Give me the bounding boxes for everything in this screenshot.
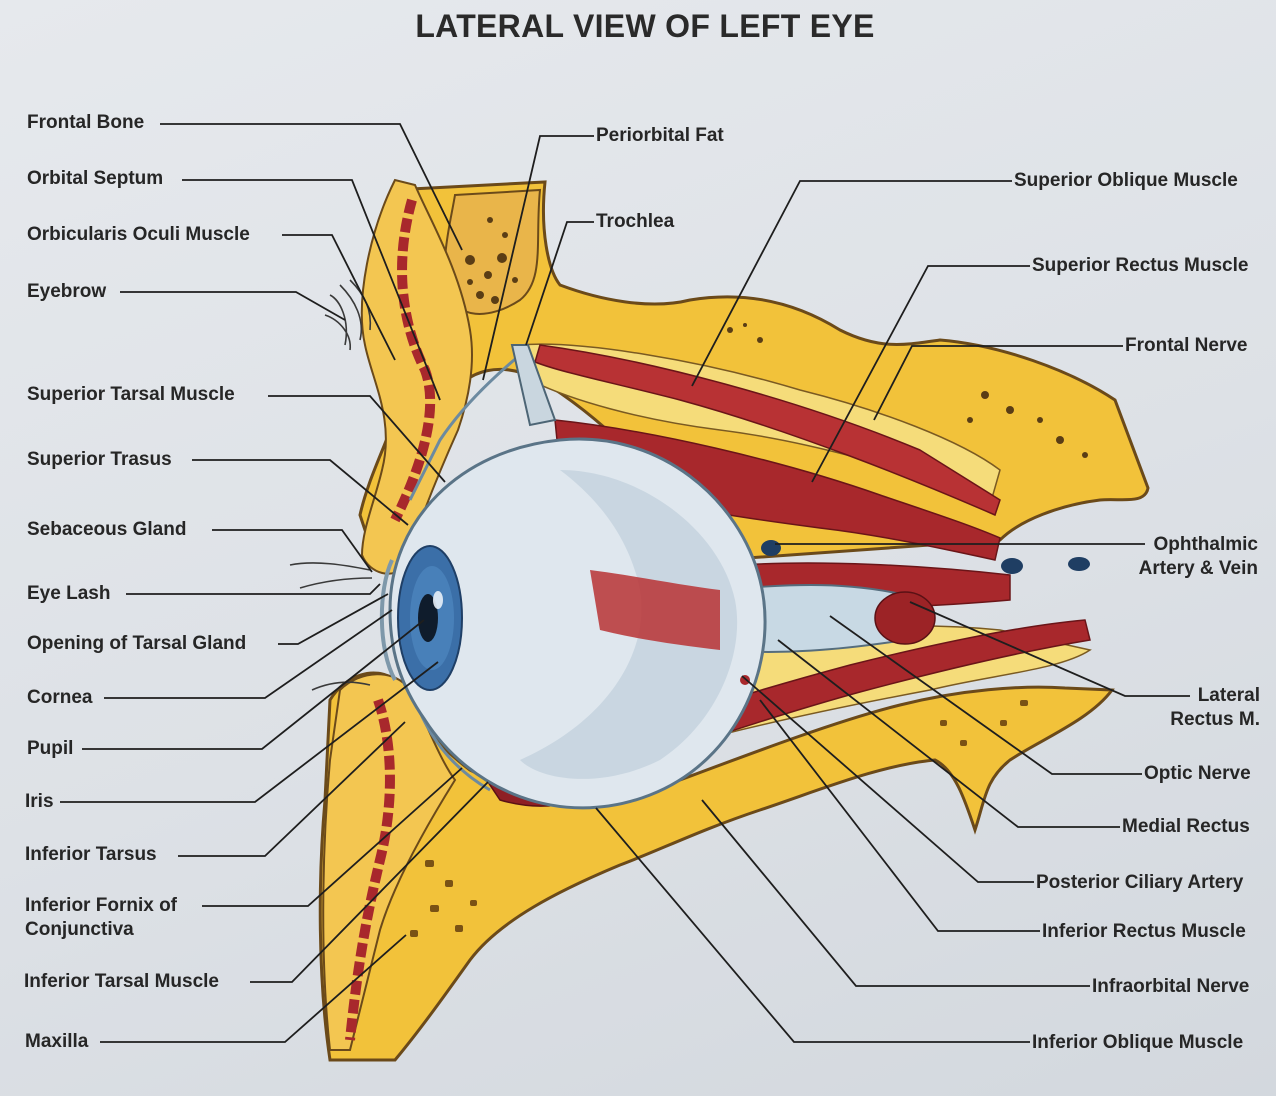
pupil-shape [418,594,438,642]
leader-lateral-rectus [909,601,1190,697]
leader-frontal-nerve [873,345,1123,421]
label-superior-oblique-muscle: Superior Oblique Muscle [1014,170,1238,191]
upper-conjunctiva-line [408,353,521,501]
label-maxilla: Maxilla [25,1031,89,1052]
leader-medial-rectus [777,639,1120,828]
leader-inferior-tarsus [178,721,406,857]
label-lateral-rectus: Lateral Rectus M. [1170,685,1260,730]
label-cornea: Cornea [27,687,93,708]
label-frontal-bone: Frontal Bone [27,112,145,133]
leader-trochlea [525,221,594,346]
leader-pupil [82,619,425,750]
label-inferior-fornix-of-conjunctiva: Inferior Fornix of Conjunctiva [25,895,177,940]
leader-superior-tarsal-muscle [268,395,446,483]
label-infraorbital-nerve: Infraorbital Nerve [1092,976,1250,997]
bone-speckles [465,217,1088,458]
leader-frontal-bone [160,123,463,251]
label-inferior-tarsus: Inferior Tarsus [25,844,157,865]
label-trochlea: Trochlea [596,211,675,232]
label-ophthalmic-artery-vein: Ophthalmic Artery & Vein [1138,534,1258,579]
optic-nerve-muscle-cone [874,591,936,645]
label-posterior-ciliary-artery: Posterior Ciliary Artery [1036,872,1244,893]
label-superior-trasus: Superior Trasus [27,449,172,470]
upper-lid-orbicularis [390,198,436,523]
leader-superior-trasus [192,459,409,526]
label-superior-tarsal-muscle: Superior Tarsal Muscle [27,384,235,405]
label-inferior-tarsal-muscle: Inferior Tarsal Muscle [24,971,219,992]
leader-cornea [104,609,393,699]
label-orbital-septum: Orbital Septum [27,168,164,189]
label-orbicularis-oculi-muscle: Orbicularis Oculi Muscle [27,224,250,245]
leader-orbicularis [282,234,396,361]
iris-highlight [433,591,443,609]
label-periorbital-fat: Periorbital Fat [596,125,724,146]
label-inferior-oblique-muscle: Inferior Oblique Muscle [1032,1032,1244,1053]
diagram-title: LATERAL VIEW OF LEFT EYE [415,8,875,44]
leader-inferior-oblique [595,807,1030,1043]
eyelashes [289,562,373,691]
leader-opening-tarsal [278,593,389,645]
leader-inferior-fornix [202,767,463,907]
lower-lid-orbicularis [345,698,395,1041]
label-pupil: Pupil [27,738,74,759]
lateral-rectus-insertion [590,570,720,650]
leader-maxilla [100,934,407,1043]
label-optic-nerve: Optic Nerve [1144,763,1251,784]
maxilla-speckles [410,700,1028,937]
leader-infraorbital-nerve [701,799,1090,987]
leader-posterior-ciliary [741,675,1034,883]
leader-sebaceous-gland [212,529,373,573]
leader-iris [60,661,439,803]
leader-inferior-tarsal-muscle [250,781,489,983]
leader-inferior-rectus [759,699,1040,932]
leader-superior-oblique [691,180,1012,387]
leader-superior-rectus [811,265,1030,483]
leader-eye-lash [126,583,381,595]
label-sebaceous-gland: Sebaceous Gland [27,519,187,540]
label-medial-rectus: Medial Rectus [1122,816,1250,837]
label-eyebrow: Eyebrow [27,281,107,302]
leader-eyebrow [120,291,346,321]
eyeball-shading [520,470,738,779]
eyebrow-hairs [324,279,372,351]
label-frontal-nerve: Frontal Nerve [1125,335,1248,356]
label-inferior-rectus-muscle: Inferior Rectus Muscle [1042,921,1246,942]
label-eye-lash: Eye Lash [27,583,111,604]
label-opening-of-tarsal-gland: Opening of Tarsal Gland [27,633,247,654]
label-iris: Iris [25,791,54,812]
leader-periorbital-fat [482,135,594,381]
leader-lines [60,123,1190,1043]
leader-orbital-septum [182,179,441,401]
label-superior-rectus-muscle: Superior Rectus Muscle [1032,255,1249,276]
superior-oblique-muscle-shape [534,344,1001,517]
cornea-shape [379,559,397,681]
leader-optic-nerve [829,615,1142,775]
trochlea-shape [510,344,557,427]
